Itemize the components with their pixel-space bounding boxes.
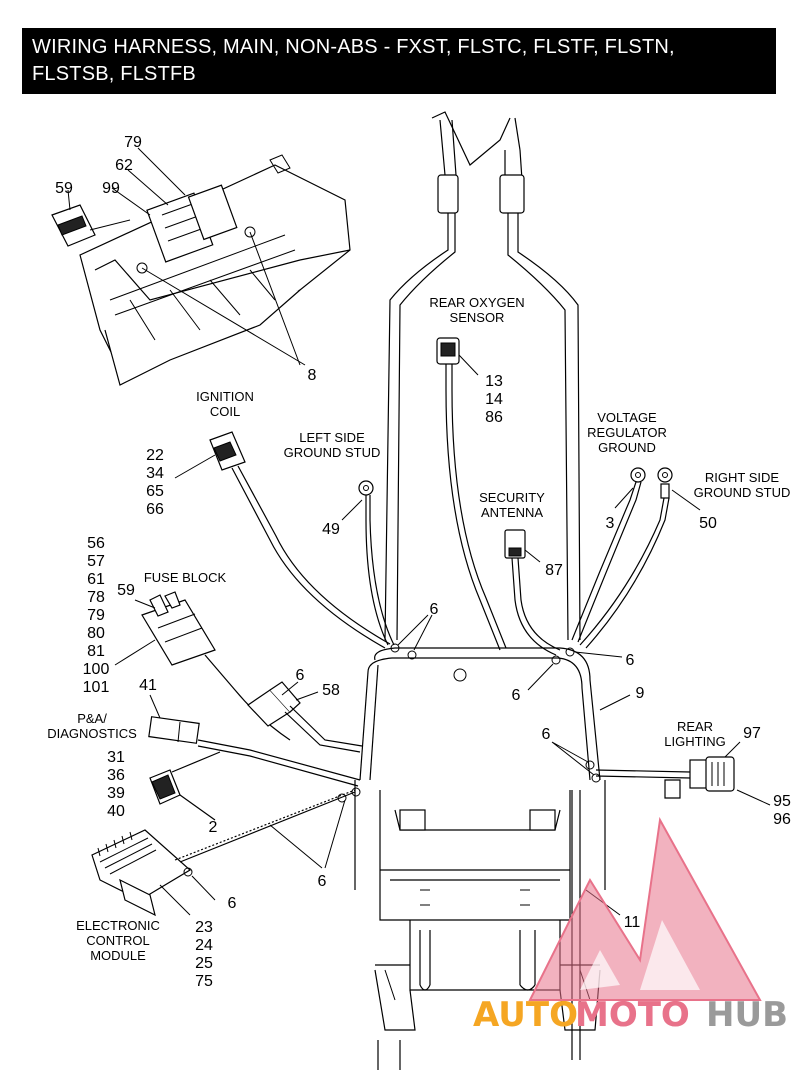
callout-9: 9 [636,685,645,702]
label-rear-lighting-1: REAR [677,719,713,734]
callout-80: 80 [87,625,105,642]
voltage-regulator-ground: VOLTAGE REGULATOR GROUND 3 [571,410,667,643]
label-ecm-3: MODULE [90,948,146,963]
callout-100: 100 [83,661,110,678]
callout-3: 3 [606,515,615,532]
left-side-ground-stud: LEFT SIDE GROUND STUD 49 [284,430,395,646]
label-pa-2: DIAGNOSTICS [47,726,137,741]
label-vreg-1: VOLTAGE [597,410,657,425]
label-ignition-coil-1: IGNITION [196,389,254,404]
rear-lighting: REAR LIGHTING 97 95 96 [595,719,791,828]
label-ecm-1: ELECTRONIC [76,918,160,933]
watermark-auto: AUTO [473,995,578,1035]
connector-2: 2 [149,751,221,836]
fuse-block: FUSE BLOCK 59 56 57 61 78 79 80 81 100 1… [83,535,291,741]
callout-41: 41 [139,677,157,694]
callout-36: 36 [107,767,125,784]
connector-58: 6 58 [247,667,363,753]
callout-96: 96 [773,811,791,828]
callout-65: 65 [146,483,164,500]
callout-24: 24 [195,937,213,954]
callout-39: 39 [107,785,125,802]
right-side-ground-stud: RIGHT SIDE GROUND STUD 50 [579,467,791,649]
callout-50: 50 [699,515,717,532]
callout-99: 99 [102,180,120,197]
title-bar: WIRING HARNESS, MAIN, NON-ABS - FXST, FL… [22,28,776,94]
callout-57: 57 [87,553,105,570]
callout-79-top: 79 [124,134,142,151]
label-rear-oxygen-sensor-2: SENSOR [450,310,505,325]
label-left-ground-1: LEFT SIDE [299,430,365,445]
callout-81: 81 [87,643,105,660]
callout-79-fuse: 79 [87,607,105,624]
callout-75: 75 [195,973,213,990]
callout-8: 8 [308,367,317,384]
electronic-control-module: 6 ELECTRONIC CONTROL MODULE 23 24 25 75 [76,789,356,990]
callout-11: 11 [624,914,641,931]
callout-13: 13 [485,373,503,390]
callout-78: 78 [87,589,105,606]
watermark-moto: MOTO [575,995,690,1035]
callout-97: 97 [743,725,761,742]
watermark-hub: HUB [706,995,788,1035]
label-right-ground-1: RIGHT SIDE [705,470,779,485]
callout-87: 87 [545,562,563,579]
frame-tray [354,111,606,1070]
label-right-ground-2: GROUND STUD [694,485,791,500]
callout-31: 31 [107,749,125,766]
callout-6-ecm: 6 [228,895,237,912]
pa-diagnostics: P&A/ DIAGNOSTICS 41 31 36 39 40 [47,677,361,820]
label-vreg-2: REGULATOR [587,425,667,440]
callout-2: 2 [209,819,218,836]
watermark-logo: AUTO MOTO HUB [473,816,788,1035]
callout-66: 66 [146,501,164,518]
callout-61: 61 [87,571,105,588]
callout-23: 23 [195,919,213,936]
callout-22: 22 [146,447,164,464]
title-line-1: WIRING HARNESS, MAIN, NON-ABS - FXST, FL… [32,36,675,58]
callout-6-top-left: 6 [430,601,439,618]
label-security-2: ANTENNA [481,505,543,520]
page-title: WIRING HARNESS, MAIN, NON-ABS - FXST, FL… [32,34,772,88]
label-rear-lighting-2: LIGHTING [664,734,725,749]
callout-6-mid: 6 [512,687,521,704]
callout-95: 95 [773,793,791,810]
label-vreg-3: GROUND [598,440,656,455]
callout-62: 62 [115,157,133,174]
top-bracket-assembly: 79 62 59 99 8 [51,134,351,386]
label-rear-oxygen-sensor-1: REAR OXYGEN [429,295,524,310]
label-ecm-2: CONTROL [86,933,150,948]
label-left-ground-2: GROUND STUD [284,445,381,460]
harness-9: 9 [599,685,645,711]
rear-oxygen-sensor: REAR OXYGEN SENSOR 13 14 86 [429,295,525,651]
label-fuse-block: FUSE BLOCK [144,570,227,585]
callout-86: 86 [485,409,503,426]
clip-callouts: 6 6 6 6 6 [269,601,635,890]
callout-6-rear: 6 [542,726,551,743]
callout-59-top: 59 [55,180,73,197]
label-pa-1: P&A/ [77,711,107,726]
callout-49: 49 [322,521,340,538]
callout-6-conduit: 6 [318,873,327,890]
callout-25: 25 [195,955,213,972]
callout-14: 14 [485,391,503,408]
ignition-coil: IGNITION COIL 22 34 65 66 [146,389,391,649]
label-security-1: SECURITY [479,490,545,505]
callout-101: 101 [83,679,110,696]
callout-56: 56 [87,535,105,552]
callout-6-conn58: 6 [296,667,305,684]
callout-59-fuse: 59 [117,582,135,599]
title-line-2: FLSTSB, FLSTFB [32,63,196,85]
callout-6-right: 6 [626,652,635,669]
callout-58: 58 [322,682,340,699]
callout-34: 34 [146,465,164,482]
label-ignition-coil-2: COIL [210,404,240,419]
callout-40: 40 [107,803,125,820]
security-antenna: SECURITY ANTENNA 87 [479,490,563,656]
